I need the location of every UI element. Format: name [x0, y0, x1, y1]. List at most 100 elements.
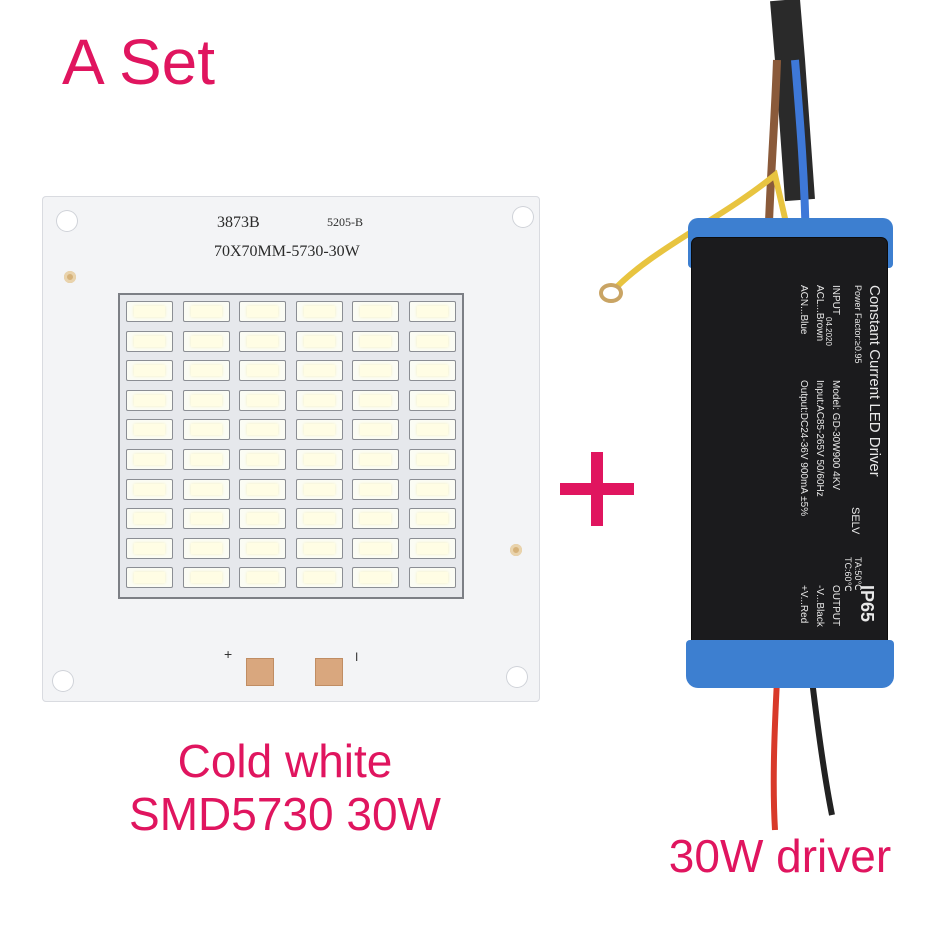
led-chip	[126, 360, 173, 382]
led-chip	[352, 449, 399, 470]
ring-terminal	[599, 283, 623, 303]
led-chip	[352, 301, 399, 322]
driver-input-spec: Input:AC85-265V 50/60Hz	[814, 380, 825, 497]
led-chip	[295, 449, 343, 470]
led-chip	[182, 449, 230, 470]
led-chip	[126, 449, 173, 470]
led-chip	[352, 419, 399, 441]
led-chip	[352, 508, 399, 530]
solder-point	[64, 271, 76, 283]
led-chip	[126, 419, 173, 441]
driver-selv: SELV	[849, 507, 861, 535]
led-chip	[239, 301, 286, 322]
led-driver	[692, 238, 887, 658]
led-chip	[239, 508, 286, 530]
driver-label: Constant Current LED Driver Power Factor…	[735, 285, 885, 685]
led-chip	[295, 508, 343, 530]
led-chip	[295, 360, 343, 382]
led-chip	[126, 567, 173, 589]
led-chip	[295, 419, 343, 441]
led-chip	[182, 330, 230, 352]
led-chip	[182, 508, 230, 530]
board-spec: 70X70MM-5730-30W	[214, 243, 360, 260]
led-chip	[352, 330, 399, 352]
led-chip	[408, 478, 456, 500]
driver-temp-c: TC:60℃	[843, 557, 853, 592]
led-chip	[352, 389, 399, 411]
plus-mark: +	[224, 646, 233, 662]
board-model: 3873B	[217, 214, 260, 231]
driver-out-pos: +V...Red	[798, 585, 809, 624]
solder-point	[510, 544, 522, 556]
led-chip	[295, 478, 343, 500]
driver-ip-rating: IP65	[857, 585, 877, 623]
led-chip	[352, 537, 399, 559]
led-board: 3873B 5205-B 70X70MM-5730-30W + I	[42, 196, 540, 702]
led-chip	[239, 360, 286, 382]
minus-mark: I	[355, 650, 359, 664]
driver-bottom-cap	[686, 640, 894, 688]
led-chip	[239, 449, 286, 470]
board-code: 5205-B	[327, 215, 363, 229]
led-chip	[408, 360, 456, 382]
negative-pad	[315, 658, 343, 686]
led-chip	[295, 537, 343, 559]
led-chip	[408, 301, 456, 322]
led-chip	[126, 301, 173, 322]
led-chip	[408, 567, 456, 589]
led-chip	[408, 537, 456, 559]
led-chip	[408, 449, 456, 470]
led-chip	[295, 567, 343, 589]
led-chip	[239, 478, 286, 500]
led-chip	[126, 330, 173, 352]
led-grid	[118, 293, 464, 599]
led-chip	[182, 537, 230, 559]
driver-output-spec: Output:DC24-36V 900mA ±5%	[798, 380, 809, 517]
led-chip	[182, 301, 230, 322]
led-chip	[126, 537, 173, 559]
set-title: A Set	[62, 26, 215, 98]
led-chip	[295, 389, 343, 411]
driver-model: Model: GD-30W900 4KV	[830, 380, 841, 491]
led-chip	[239, 389, 286, 411]
driver-input-header: INPUT	[830, 285, 841, 315]
positive-pad	[246, 658, 274, 686]
led-chip	[295, 301, 343, 322]
led-chip	[182, 360, 230, 382]
led-chip	[239, 567, 286, 589]
led-chip	[408, 508, 456, 530]
led-chip	[182, 478, 230, 500]
mount-hole	[52, 670, 74, 692]
led-chip	[295, 330, 343, 352]
led-chip	[352, 360, 399, 382]
led-chip	[126, 389, 173, 411]
led-caption-line2: SMD5730 30W	[129, 787, 441, 840]
driver-caption: 30W driver	[668, 830, 892, 882]
led-chip	[239, 537, 286, 559]
led-chip	[126, 478, 173, 500]
driver-power-factor: Power Factor:≥0.95	[853, 285, 863, 364]
led-chip	[239, 330, 286, 352]
driver-output-header: OUTPUT	[830, 585, 841, 627]
led-caption-line1: Cold white	[177, 735, 393, 787]
led-chip	[239, 419, 286, 441]
driver-title: Constant Current LED Driver	[866, 285, 883, 477]
led-chip	[408, 389, 456, 411]
led-chip	[126, 508, 173, 530]
driver-date: 04.2020	[824, 317, 833, 346]
mount-hole	[512, 206, 534, 228]
led-chip	[352, 478, 399, 500]
led-caption: Cold white SMD5730 30W	[110, 735, 460, 841]
led-chip	[182, 389, 230, 411]
led-chip	[352, 567, 399, 589]
driver-input-l: ACL...Brown	[814, 285, 825, 342]
mount-hole	[56, 210, 78, 232]
mount-hole	[506, 666, 528, 688]
plus-sign	[560, 452, 634, 526]
led-chip	[408, 330, 456, 352]
led-chip	[408, 419, 456, 441]
led-chip	[182, 419, 230, 441]
driver-out-neg: -V...Black	[814, 585, 825, 627]
driver-input-n: ACN...Blue	[798, 285, 809, 335]
led-chip	[182, 567, 230, 589]
